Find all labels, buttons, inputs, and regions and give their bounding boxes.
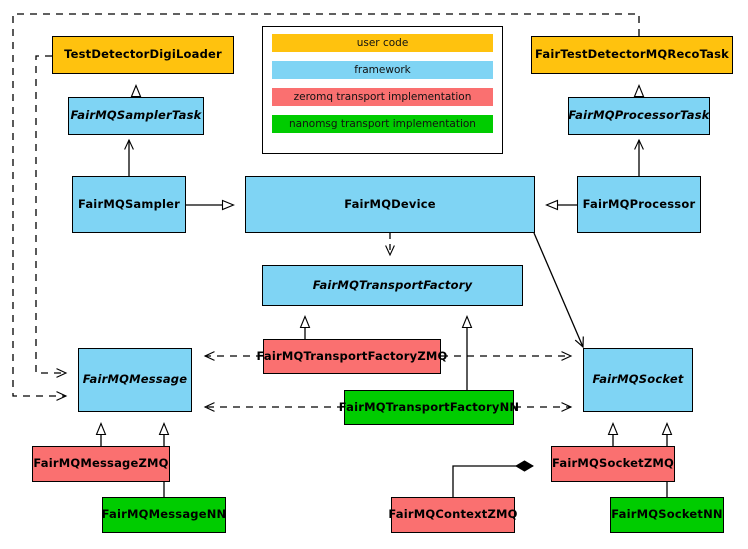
class-node-label: FairMQMessageZMQ <box>33 456 169 471</box>
legend-item-framework: framework <box>272 61 493 79</box>
legend-label-nanomsg: nanomsg transport implementation <box>289 118 476 130</box>
edge-digiloader-to-message <box>35 55 68 378</box>
legend-label-zeromq: zeromq transport implementation <box>293 91 472 103</box>
edge-device-to-socket <box>533 232 584 349</box>
edge-socketzmq-composition-contextzmq <box>452 460 534 497</box>
legend-item-nanomsg: nanomsg transport implementation <box>272 115 493 133</box>
class-node-FairMQMessageZMQ[interactable]: FairMQMessageZMQ <box>32 446 170 482</box>
class-node-label: FairMQSamplerTask <box>70 108 202 123</box>
class-node-label: FairMQProcessorTask <box>568 108 710 123</box>
class-node-FairMQTransportFactoryNN[interactable]: FairMQTransportFactoryNN <box>339 390 519 425</box>
class-node-label: FairMQSocketNN <box>611 507 723 522</box>
legend-box: user code framework zeromq transport imp… <box>262 26 503 154</box>
class-node-FairMQDevice[interactable]: FairMQDevice <box>245 176 535 233</box>
class-node-FairMQContextZMQ[interactable]: FairMQContextZMQ <box>388 497 518 533</box>
class-node-label: FairMQSocketZMQ <box>552 456 674 471</box>
legend-label-user-code: user code <box>356 37 409 49</box>
class-node-label: FairMQDevice <box>344 196 436 211</box>
class-node-label: FairMQSampler <box>77 196 181 211</box>
class-node-FairMQTransportFactoryZMQ[interactable]: FairMQTransportFactoryZMQ <box>257 339 447 374</box>
class-node-label: FairMQSocket <box>592 372 684 387</box>
class-node-label: FairMQTransportFactory <box>312 277 473 292</box>
class-node-FairMQSampler[interactable]: FairMQSampler <box>72 176 186 233</box>
class-node-FairMQSocketZMQ[interactable]: FairMQSocketZMQ <box>551 446 675 482</box>
legend-label-framework: framework <box>354 64 411 76</box>
class-node-label: FairMQContextZMQ <box>388 507 518 522</box>
class-node-FairMQTransportFactory[interactable]: FairMQTransportFactory <box>262 265 523 306</box>
class-node-TestDetectorDigiLoader[interactable]: TestDetectorDigiLoader <box>52 36 234 74</box>
class-node-FairMQMessage[interactable]: FairMQMessage <box>78 348 192 412</box>
class-node-label: FairMQMessageNN <box>101 507 227 522</box>
legend-item-zeromq: zeromq transport implementation <box>272 88 493 106</box>
class-node-FairMQSamplerTask[interactable]: FairMQSamplerTask <box>68 97 204 135</box>
class-node-FairMQProcessor[interactable]: FairMQProcessor <box>577 176 701 233</box>
legend-item-user-code: user code <box>272 34 493 52</box>
class-node-label: TestDetectorDigiLoader <box>64 47 222 62</box>
class-node-label: FairMQTransportFactoryNN <box>338 399 520 414</box>
class-node-FairMQSocket[interactable]: FairMQSocket <box>583 348 693 412</box>
class-node-FairMQMessageNN[interactable]: FairMQMessageNN <box>102 497 226 533</box>
class-node-label: FairMQProcessor <box>582 196 696 211</box>
class-node-label: FairMQTransportFactoryZMQ <box>256 348 448 363</box>
class-node-label: FairTestDetectorMQRecoTask <box>535 47 729 62</box>
class-node-FairMQProcessorTask[interactable]: FairMQProcessorTask <box>568 97 710 135</box>
class-node-label: FairMQMessage <box>82 372 188 387</box>
class-node-FairTestDetectorMQRecoTask[interactable]: FairTestDetectorMQRecoTask <box>531 36 733 74</box>
class-node-FairMQSocketNN[interactable]: FairMQSocketNN <box>610 497 724 533</box>
